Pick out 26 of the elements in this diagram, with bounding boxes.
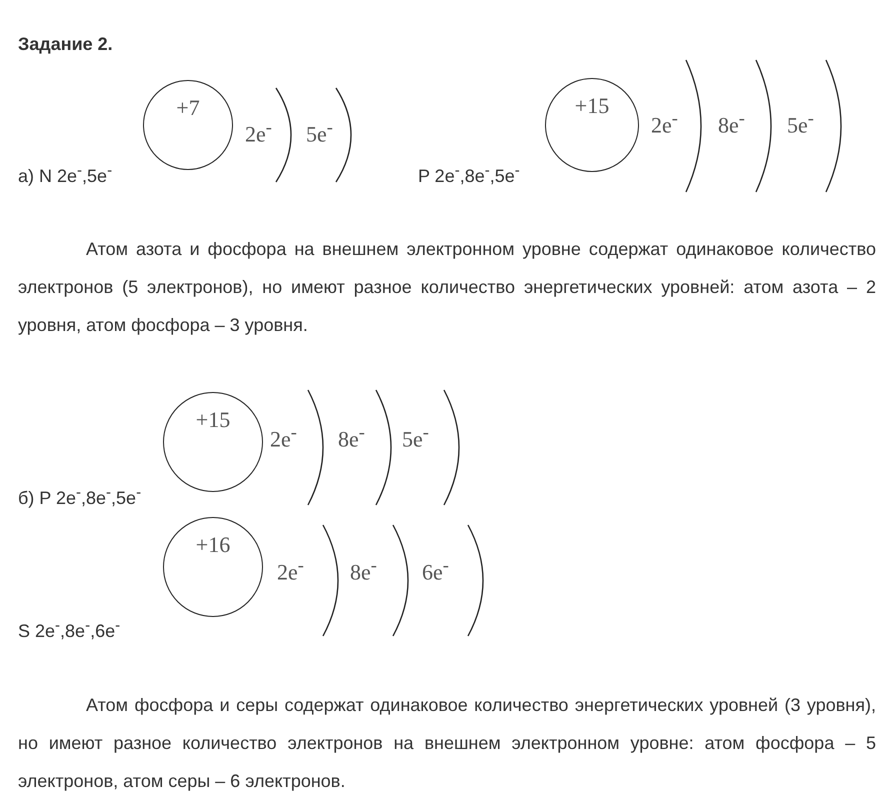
electron-count: 2e$^{-}$ [270, 422, 297, 452]
electron-count: 8e$^{-}$ [718, 108, 745, 138]
electron-count: 8e$^{-}$ [350, 555, 377, 586]
task-title: Задание 2. [18, 34, 113, 55]
electron-count: 5e$^{-}$ [306, 117, 333, 148]
electron-count: 5e$^{-}$ [787, 108, 814, 138]
electron-count: 2e$^{-}$ [651, 108, 678, 138]
nucleus-charge: +15 [194, 407, 232, 433]
nucleus-circle [545, 78, 639, 172]
electron-count: 2e$^{-}$ [245, 117, 272, 148]
electron-count: 8e$^{-}$ [338, 422, 365, 452]
nucleus-charge: +7 [175, 95, 201, 121]
nucleus-charge: +16 [194, 532, 232, 558]
explanation-paragraph: Атом азота и фосфора на внешнем электронном уровне содержат одинаковое количество электронов (5 электронов), но имеют разное количество энергетических уровней: атом азота – 2 уровня, атом фосфора – 3 уровня. [18, 238, 876, 337]
electron-count: 2e$^{-}$ [277, 555, 304, 586]
electron-count: 6e$^{-}$ [422, 555, 449, 586]
electron-formula: б) P 2e$^{-}$,8e$^{-}$,5e$^{-}$ [18, 484, 142, 509]
nucleus-circle [163, 517, 263, 617]
nucleus-circle [163, 392, 263, 492]
electron-formula: а) N 2e$^{-}$,5e$^{-}$ [18, 162, 112, 187]
electron-count: 5e$^{-}$ [402, 422, 429, 452]
explanation-paragraph: Атом фосфора и серы содержат одинаковое количество энергетических уровней (3 уровня), но имеют разное количество электронов на внешнем электронном уровне: атом фосфора – 5 электронов, атом серы – 6 электронов. [18, 694, 876, 793]
electron-formula: S 2e$^{-}$,8e$^{-}$,6e$^{-}$ [18, 617, 120, 642]
nucleus-charge: +15 [574, 93, 610, 119]
electron-formula: P 2e$^{-}$,8e$^{-}$,5e$^{-}$ [418, 162, 520, 187]
nucleus-circle [143, 80, 233, 170]
